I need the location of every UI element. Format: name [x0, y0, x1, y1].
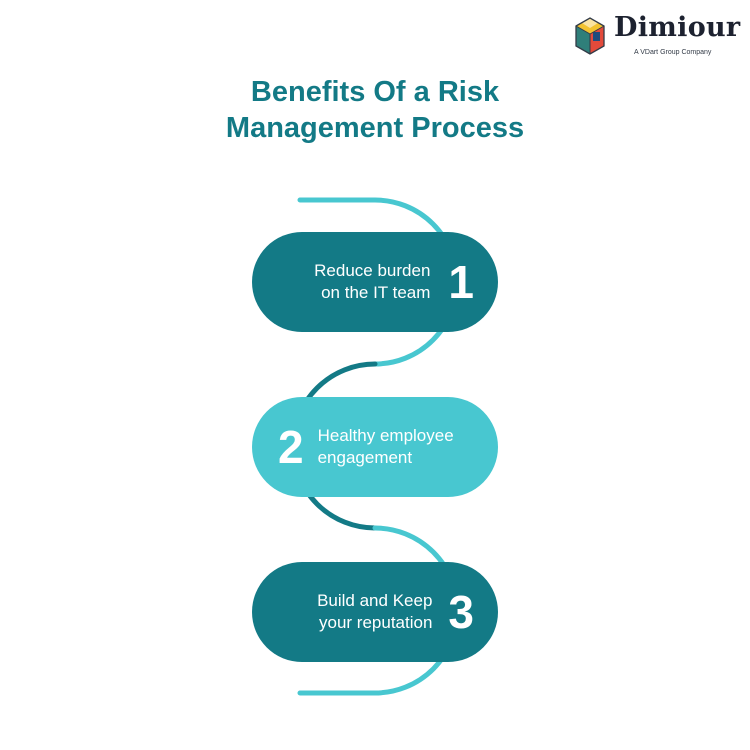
- benefit-label-3-line-2: your reputation: [319, 613, 433, 632]
- title-line-1: Benefits Of a Risk: [250, 76, 500, 108]
- benefit-number-1: 1: [448, 256, 474, 308]
- brand-logo: Dimiour A VDart Group Company: [568, 10, 741, 62]
- benefit-label-2: Healthy employee engagement: [318, 425, 454, 469]
- benefit-label-2-line-1: Healthy employee: [317, 426, 454, 445]
- benefit-label-3: Build and Keep your reputation: [317, 590, 432, 634]
- benefit-card-2: 2 Healthy employee engagement: [252, 397, 498, 497]
- benefit-card-3: Build and Keep your reputation 3: [252, 562, 498, 662]
- cube-logo-icon: [575, 17, 605, 55]
- benefit-number-2: 2: [278, 421, 304, 473]
- brand-tagline: A VDart Group Company: [634, 49, 712, 56]
- benefit-label-1: Reduce burden on the IT team: [314, 260, 430, 304]
- benefit-card-1: Reduce burden on the IT team 1: [252, 232, 498, 332]
- benefit-label-2-line-2: engagement: [317, 448, 413, 467]
- benefit-label-3-line-1: Build and Keep: [317, 591, 433, 610]
- brand-name: Dimiour: [614, 12, 741, 43]
- benefit-label-1-line-2: on the IT team: [321, 283, 431, 302]
- page-title: Benefits Of a Risk Management Process: [0, 74, 750, 146]
- benefit-label-1-line-1: Reduce burden: [314, 261, 431, 280]
- benefit-number-3: 3: [448, 586, 474, 638]
- title-line-2: Management Process: [225, 112, 525, 144]
